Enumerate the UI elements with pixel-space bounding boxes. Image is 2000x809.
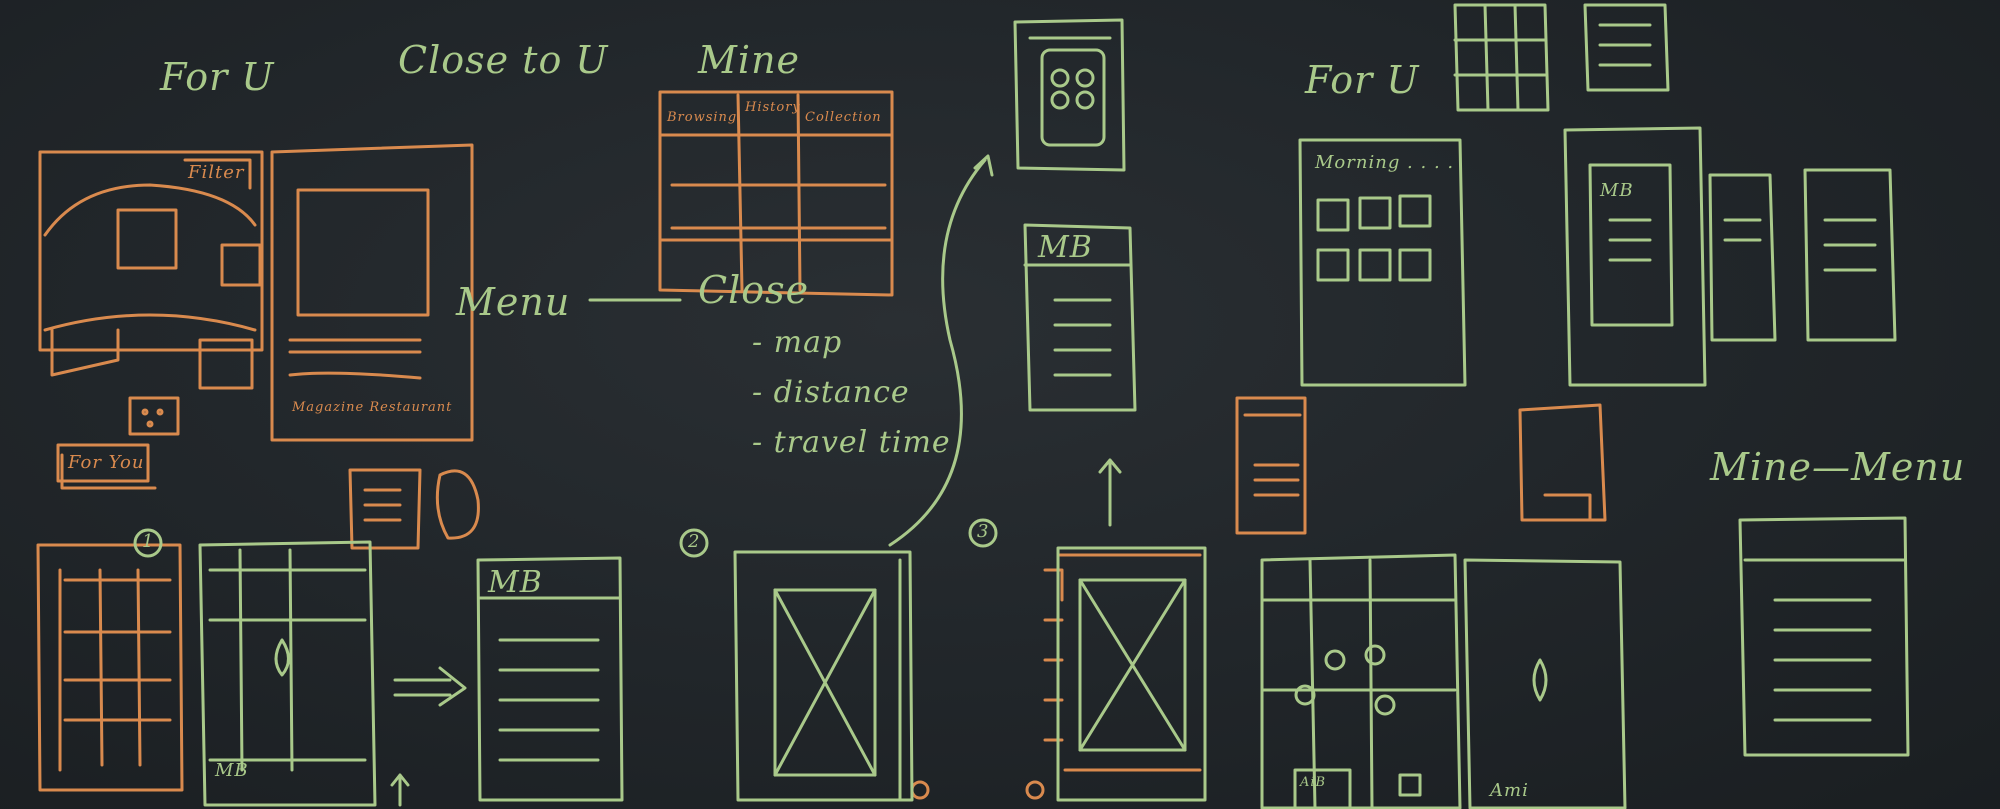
heading-mine: Mine bbox=[698, 38, 801, 82]
heading-for-u: For U bbox=[160, 55, 275, 99]
step-1: 1 bbox=[142, 531, 155, 552]
step-2: 2 bbox=[688, 531, 701, 552]
label-mb-list: MB bbox=[488, 565, 543, 600]
heading-for-u-right: For U bbox=[1305, 58, 1420, 102]
label-magazine: Magazine Restaurant bbox=[292, 400, 453, 415]
label-filter: Filter bbox=[188, 162, 245, 183]
label-item-b: AiB bbox=[1300, 775, 1327, 790]
label-morning: Morning . . . . bbox=[1315, 152, 1455, 173]
heading-close-to-u: Close to U bbox=[398, 38, 609, 82]
flow-travel-time: - travel time bbox=[752, 425, 951, 460]
label-mb-middle: MB bbox=[1038, 230, 1093, 265]
mine-col-collection: Collection bbox=[805, 110, 882, 125]
flow-close: Close bbox=[698, 268, 810, 312]
step-3: 3 bbox=[977, 521, 990, 542]
flow-distance: - distance bbox=[752, 375, 910, 410]
label-item-a: Ami bbox=[1490, 780, 1529, 801]
mine-col-browsing: Browsing bbox=[667, 110, 738, 125]
heading-mine-menu: Mine—Menu bbox=[1710, 445, 1966, 489]
flow-menu: Menu bbox=[456, 280, 571, 324]
flow-sketch-green bbox=[133, 3, 1910, 809]
for-u-sketch-orange bbox=[36, 90, 1607, 800]
label-mb-right: MB bbox=[1600, 180, 1634, 201]
label-mb-bottom: MB bbox=[215, 760, 249, 781]
mine-col-history: History bbox=[745, 100, 801, 115]
flow-map: - map bbox=[752, 325, 843, 360]
label-for-you: For You bbox=[68, 452, 145, 473]
